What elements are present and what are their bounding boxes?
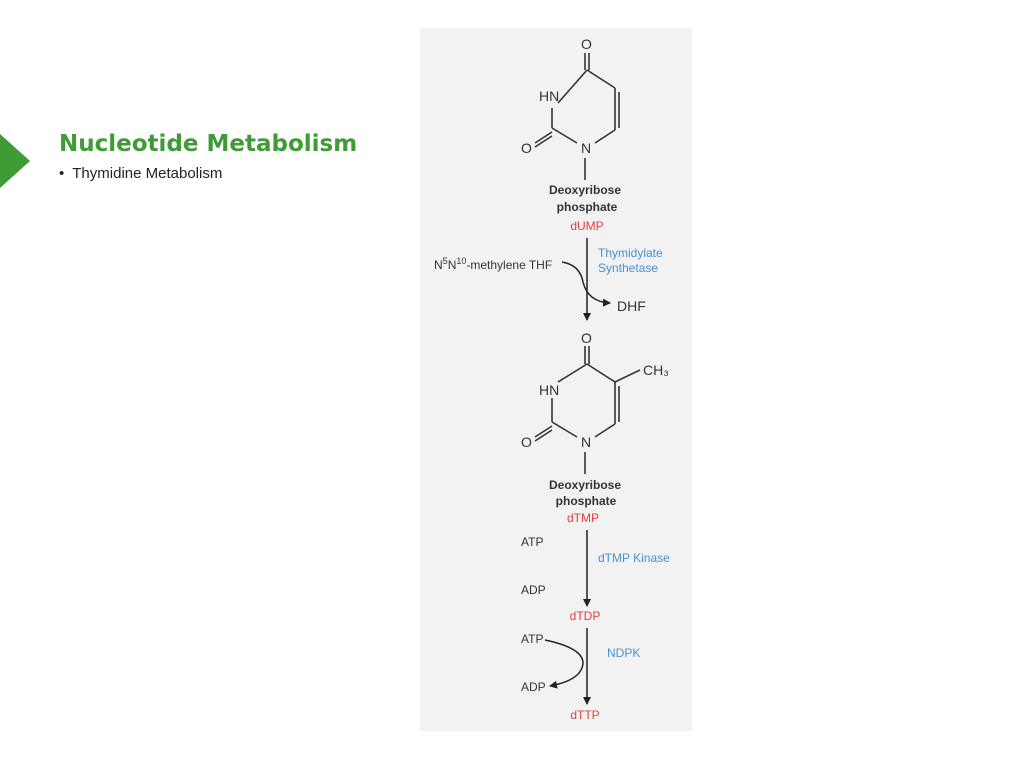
cofactor-n2: N [448, 258, 457, 272]
dtmp-label: dTMP [567, 511, 599, 525]
dtmp-o-left: O [521, 434, 532, 450]
bullet-item: • Thymidine Metabolism [59, 165, 222, 182]
step1-curved-arrow [561, 261, 611, 307]
cofactor-sup10: 10 [456, 256, 466, 266]
dttp-label: dTTP [570, 708, 599, 722]
dump-sugar-line1: Deoxyribose [549, 183, 621, 197]
dtdp-label: dTDP [570, 609, 601, 623]
dump-structure [534, 53, 620, 180]
enzyme-dtmp-kinase: dTMP Kinase [598, 551, 670, 565]
enzyme-ndpk: NDPK [607, 646, 640, 660]
dtmp-sugar-line1: Deoxyribose [549, 478, 621, 492]
step3-curved-arrow [544, 639, 584, 689]
step2-atp: ATP [521, 535, 543, 549]
step2-adp: ADP [521, 583, 546, 597]
bullet-marker: • [59, 165, 65, 182]
dump-n: N [581, 140, 591, 156]
dtmp-sugar-line2: phosphate [556, 494, 617, 508]
dump-hn: HN [539, 88, 559, 104]
dtmp-n: N [581, 434, 591, 450]
cofactor-n: N [434, 258, 443, 272]
cofactor-rest: -methylene THF [466, 258, 552, 272]
bullet-text: Thymidine Metabolism [72, 165, 223, 182]
dump-label: dUMP [570, 219, 603, 233]
slide-title: Nucleotide Metabolism [59, 131, 358, 157]
dump-o-top: O [581, 36, 592, 52]
step3-atp: ATP [521, 632, 543, 646]
dtmp-structure [534, 346, 641, 474]
dtmp-hn: HN [539, 382, 559, 398]
enzyme-thymidylate-line1: Thymidylate [598, 246, 663, 260]
dump-sugar-line2: phosphate [557, 200, 618, 214]
slide-arrow-icon [0, 134, 30, 188]
step3-adp: ADP [521, 680, 546, 694]
dump-o-left: O [521, 140, 532, 156]
cofactor-label: N5N10-methylene THF [434, 256, 552, 272]
cofactor-sup5: 5 [443, 256, 448, 266]
diagram-panel [420, 28, 692, 731]
dhf-label: DHF [617, 298, 646, 314]
dtmp-o-top: O [581, 330, 592, 346]
enzyme-thymidylate-line2: Synthetase [598, 261, 658, 275]
dtmp-ch3: CH₃ [643, 362, 669, 378]
